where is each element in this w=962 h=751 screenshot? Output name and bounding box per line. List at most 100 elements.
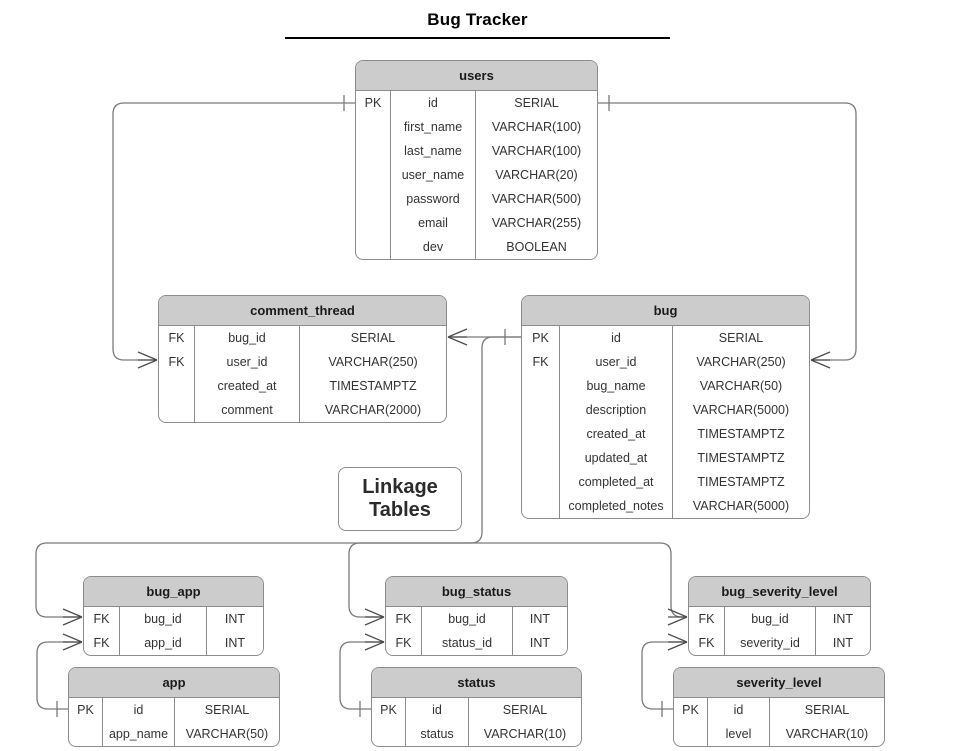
column-key-marker [522,470,560,494]
entity-header-bug_status: bug_status [386,577,567,607]
column-name: first_name [391,115,476,139]
column-name: created_at [560,422,673,446]
column-key-marker [356,235,391,259]
column-key-marker: PK [69,698,103,722]
column-key-marker [372,722,406,746]
table-row[interactable]: app_name VARCHAR(50) [69,722,279,746]
table-row[interactable]: description VARCHAR(5000) [522,398,809,422]
column-name: app_name [103,722,175,746]
column-key-marker: FK [386,631,422,655]
entity-header-severity_level: severity_level [674,668,884,698]
table-row[interactable]: first_name VARCHAR(100) [356,115,597,139]
column-datatype: VARCHAR(5000) [692,499,790,513]
column-key-marker: PK [372,698,406,722]
entity-header-bug_severity_level: bug_severity_level [689,577,870,607]
column-key-marker [356,163,391,187]
column-key-marker: PK [674,698,708,722]
entity-header-users: users [356,61,597,91]
column-key-marker [522,422,560,446]
column-datatype: VARCHAR(10) [785,727,869,741]
column-key-marker: FK [689,607,725,631]
column-datatype: VARCHAR(5000) [692,403,790,417]
column-key-marker: FK [84,607,120,631]
page-title: Bug Tracker [427,10,528,29]
column-key-marker: FK [159,350,195,374]
column-datatype: TIMESTAMPTZ [697,475,785,489]
column-name: description [560,398,673,422]
column-name: id [560,326,673,350]
column-datatype: SERIAL [350,331,396,345]
column-name: last_name [391,139,476,163]
column-datatype: VARCHAR(100) [491,120,582,134]
entity-header-app: app [69,668,279,698]
column-name: app_id [120,631,207,655]
column-key-marker [522,446,560,470]
table-row[interactable]: last_name VARCHAR(100) [356,139,597,163]
column-name: created_at [195,374,300,398]
column-datatype: SERIAL [804,703,850,717]
column-name: user_name [391,163,476,187]
column-datatype: INT [224,636,246,650]
column-datatype: SERIAL [204,703,250,717]
column-key-marker [522,374,560,398]
column-name: password [391,187,476,211]
column-key-marker [522,398,560,422]
column-key-marker [159,374,195,398]
column-datatype: VARCHAR(500) [491,192,582,206]
column-datatype: SERIAL [514,96,559,110]
column-datatype: VARCHAR(50) [185,727,269,741]
column-datatype: VARCHAR(10) [483,727,567,741]
column-datatype: SERIAL [718,331,764,345]
column-datatype: VARCHAR(50) [699,379,783,393]
column-key-marker: FK [386,607,422,631]
column-name: bug_id [725,607,816,631]
connector-bug-to-comment-thread [447,328,521,346]
column-datatype: VARCHAR(100) [491,144,582,158]
column-name: severity_id [725,631,816,655]
table-row[interactable]: password VARCHAR(500) [356,187,597,211]
column-datatype: INT [224,612,246,626]
column-name: updated_at [560,446,673,470]
column-datatype: INT [832,612,854,626]
column-name: id [103,698,175,722]
